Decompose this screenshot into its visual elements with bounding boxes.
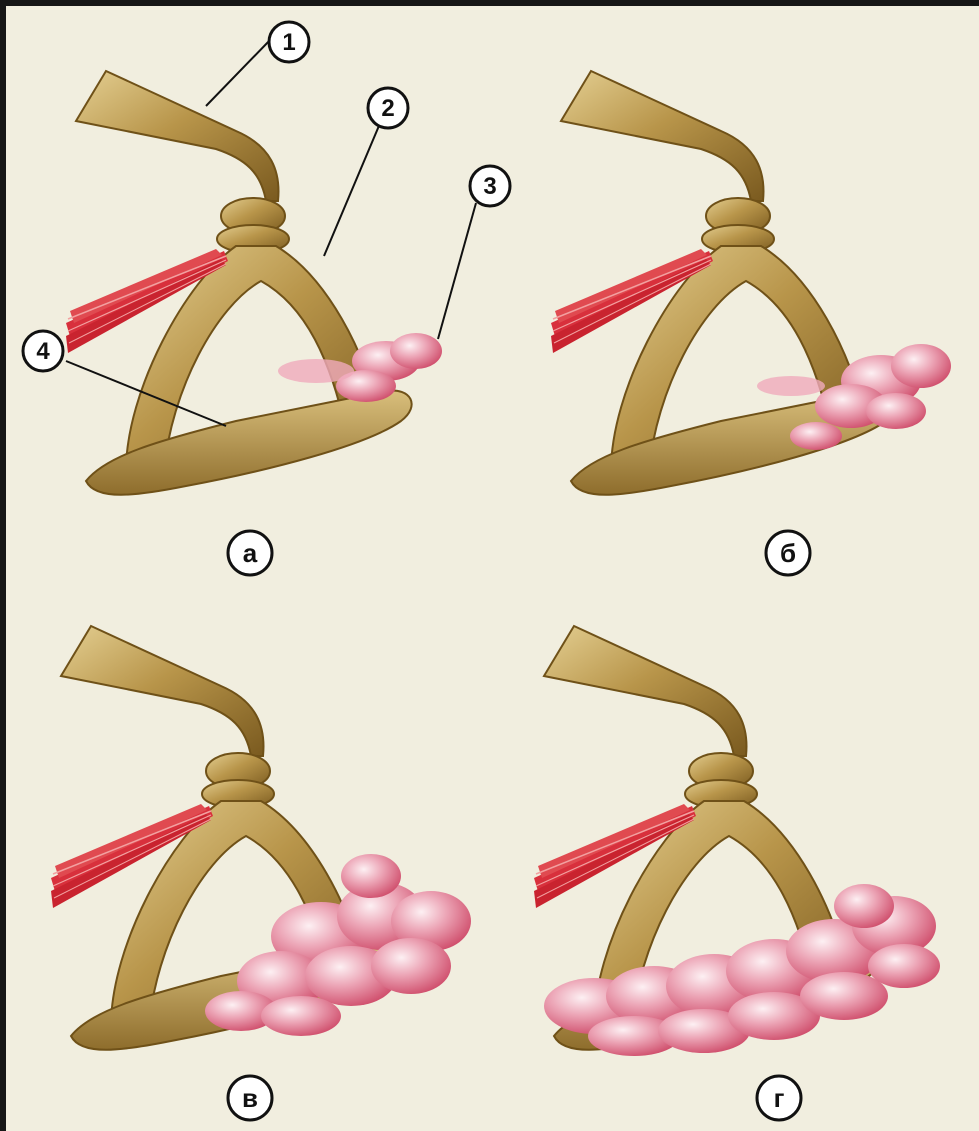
svg-text:а: а <box>243 538 258 568</box>
svg-text:г: г <box>774 1083 785 1113</box>
illustration-canvas: 1 2 3 4 <box>6 6 979 1131</box>
label-3: 3 <box>470 166 510 206</box>
svg-text:1: 1 <box>282 29 295 56</box>
panel-label-b: б <box>766 531 810 575</box>
otosclerotic-focus-c <box>205 854 471 1036</box>
panel-a <box>66 39 476 495</box>
panel-label-d: г <box>757 1076 801 1120</box>
label-2: 2 <box>368 88 408 128</box>
panel-d <box>534 626 940 1056</box>
svg-text:б: б <box>780 538 796 568</box>
label-4: 4 <box>23 331 63 371</box>
stapes-figure: 1 2 3 4 <box>6 6 979 1131</box>
svg-text:4: 4 <box>36 338 50 365</box>
label-1: 1 <box>269 22 309 62</box>
svg-text:в: в <box>242 1083 258 1113</box>
otosclerotic-focus-a <box>278 333 442 402</box>
panel-b <box>551 71 951 495</box>
svg-text:3: 3 <box>483 173 496 200</box>
panel-label-c: в <box>228 1076 272 1120</box>
panel-c <box>51 626 471 1050</box>
svg-text:2: 2 <box>381 95 394 122</box>
panel-label-a: а <box>228 531 272 575</box>
